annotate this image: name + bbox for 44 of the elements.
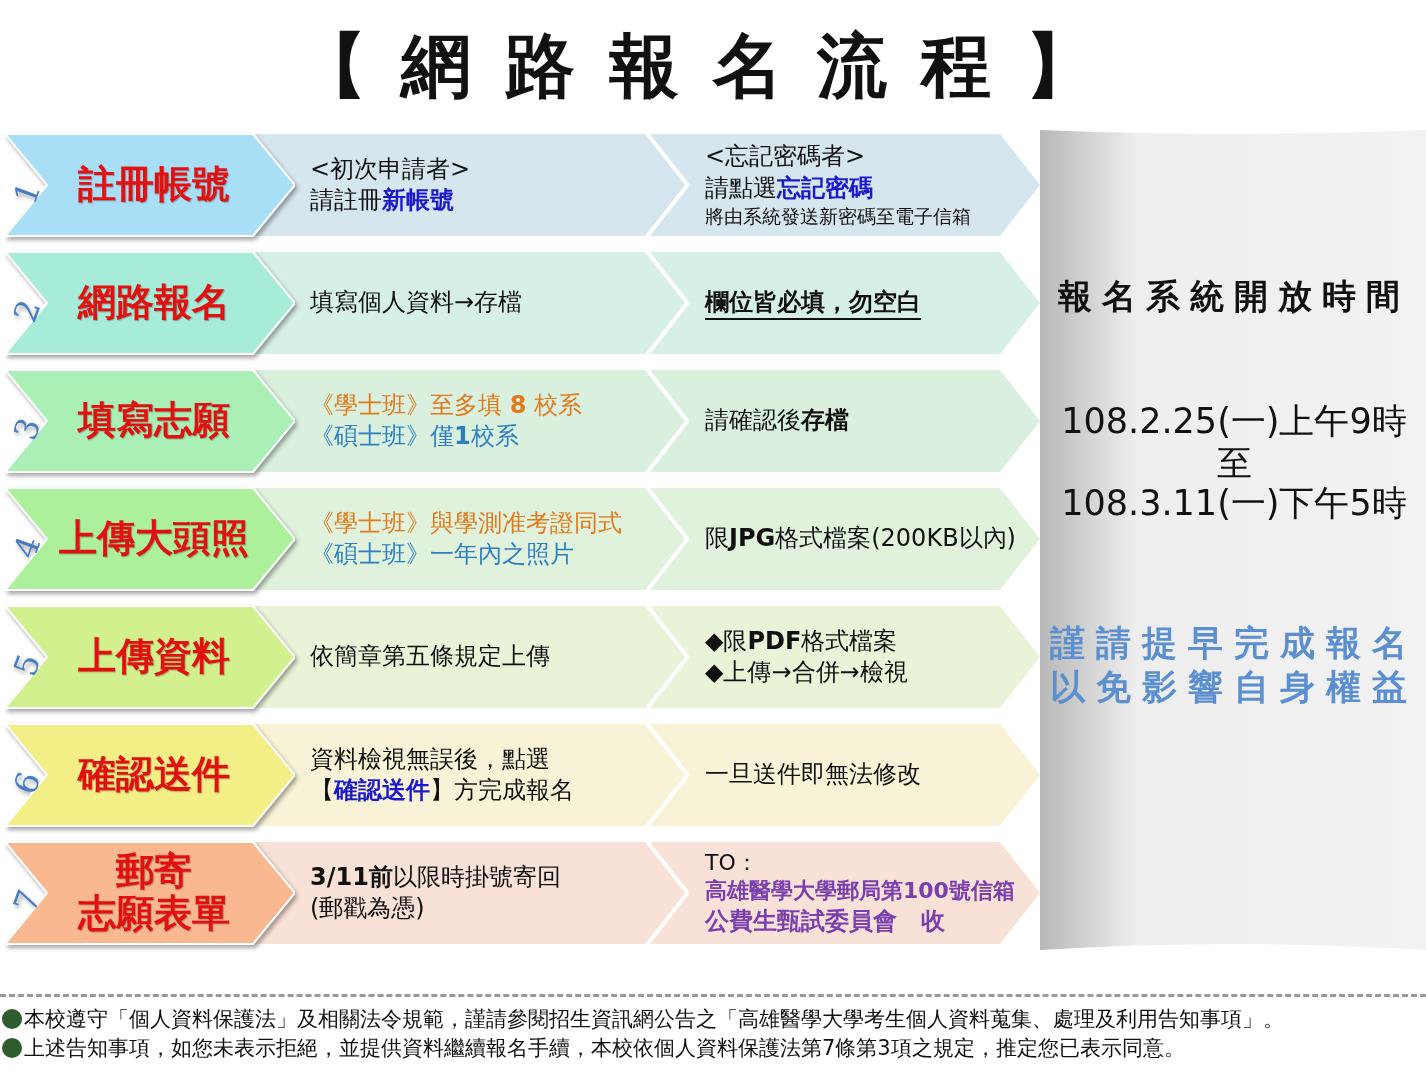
step-title: 填寫志願 [78,400,230,442]
step-title: 確認送件 [78,754,230,796]
step-title: 志願表單 [78,893,230,935]
instruction-text: 請註冊新帳號 [310,185,455,216]
instruction-text: 3/11前以限時掛號寄回 [310,861,562,893]
instruction-text: 填寫個人資料→存檔 [310,287,524,319]
instruction-text: 《學士班》至多填 8 校系 [310,389,583,421]
instruction-text: 《碩士班》僅1校系 [310,421,520,452]
page-title: 【網路報名流程】 [296,24,1130,109]
step-title: 註冊帳號 [78,164,230,206]
date-text: 108.3.11(一)下午5時 [1060,482,1408,525]
instruction-text: <忘記密碼者> [705,141,867,173]
step-number: 2 [5,294,49,328]
instruction-text: 《碩士班》一年內之照片 [310,539,575,570]
instruction-text: 依簡章第五條規定上傳 [310,641,551,673]
date-text: 108.2.25(一)上午9時 [1060,400,1408,443]
footnote-text: 上述告知事項，如您未表示拒絕，並提供資料繼續報名手續，本校依個人資料保護法第7條第3項之規定，推定您已表示同意。 [24,1035,1185,1062]
instruction-text: ◆限PDF格式檔案 [705,625,899,657]
step-number: 6 [5,766,49,800]
step-title: 網路報名 [78,282,230,324]
step-title: 上傳大頭照 [59,518,249,560]
instruction-text: 資料檢視無誤後，點選【確認送件】方完成報名 [310,743,575,806]
step-title: 郵寄 [116,851,192,893]
instruction-text: 公費生甄試委員會 收 [705,906,946,937]
instruction-text: 欄位皆必填，勿空白 [705,287,922,319]
step-number: 5 [5,648,49,682]
instruction-text: 將由系統發送新密碼至電子信箱 [705,203,972,229]
step-number: 7 [5,884,49,918]
instruction-text: 一旦送件即無法修改 [705,759,922,791]
step-number: 4 [5,530,49,564]
instruction-text: 請點選忘記密碼 [705,172,874,204]
instruction-text: 《學士班》與學測准考證同式 [310,507,623,539]
instruction-text: TO： [705,848,759,877]
panel-heading: 報名系統開放時間 [1057,275,1411,318]
instruction-text: <初次申請者> [310,153,472,185]
footnote-text: 本校遵守「個人資料保護法」及相關法令規範，謹請參閱招生資訊網公告之「高雄醫學大學考生個人資料蒐集、處理及利用告知事項」。 [24,1006,1284,1033]
instruction-text: 請確認後存檔 [705,405,850,437]
step-title: 上傳資料 [78,636,230,678]
reminder-text: 謹請提早完成報名以免影響自身權益 [1049,622,1419,709]
instruction-text: (郵戳為憑) [310,893,426,924]
date-text: 至 [1215,442,1253,485]
step-number: 1 [5,176,49,210]
instruction-text: ◆上傳→合併→檢視 [705,657,909,688]
step-number: 3 [5,412,49,446]
